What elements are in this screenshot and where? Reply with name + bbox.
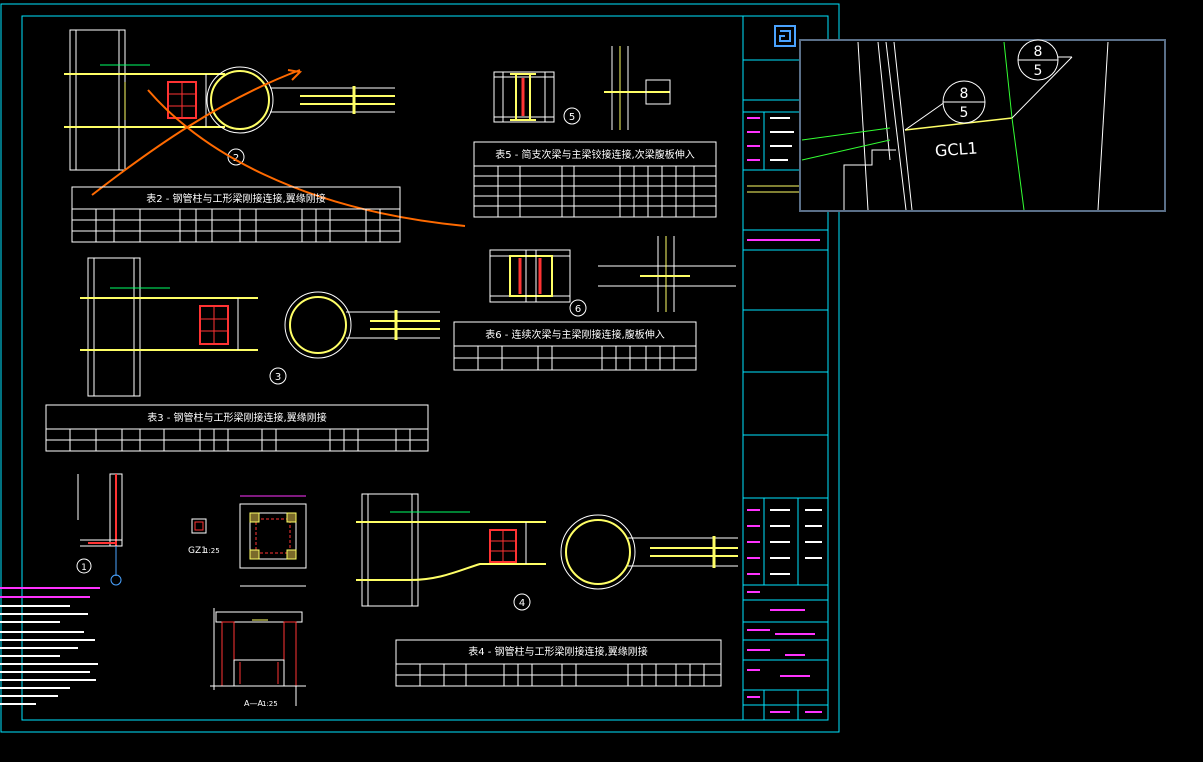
table-6-title: 表6 - 连续次梁与主梁刚接连接,腹板伸入 <box>485 328 665 341</box>
company-logo <box>774 25 796 47</box>
table-3-title: 表3 - 钢管柱与工形梁刚接连接,翼缘刚接 <box>147 411 327 424</box>
detail-3-number: 3 <box>275 372 281 383</box>
column-gz1: GZ1 1:25 <box>188 495 307 587</box>
section-label: A—A <box>244 699 263 708</box>
table-6: 表6 - 连续次梁与主梁刚接连接,腹板伸入 <box>453 321 697 371</box>
detail-4-number: 4 <box>519 598 525 609</box>
table-2: 表2 - 钢管柱与工形梁刚接连接,翼缘刚接 <box>71 186 401 243</box>
general-notes <box>0 587 100 705</box>
detail-3: 3 <box>80 257 440 397</box>
outer-frame <box>0 3 840 733</box>
inset-tag1-top: 8 <box>960 86 969 102</box>
table-5: 表5 - 简支次梁与主梁铰接连接,次梁腹板伸入 <box>473 141 717 218</box>
zoom-inset: 8 5 8 5 GCL1 <box>799 39 1166 212</box>
inset-beam-label: GCL1 <box>934 138 978 160</box>
detail-5: 5 <box>493 46 671 130</box>
column-label: GZ1 <box>188 546 207 556</box>
orange-markup <box>91 69 466 227</box>
detail-2-number: 2 <box>233 153 239 164</box>
inset-tag2-top: 8 <box>1034 44 1043 60</box>
column-scale: 1:25 <box>204 547 220 555</box>
inner-frame <box>21 15 829 721</box>
detail-6: 6 <box>489 236 736 317</box>
detail-5-number: 5 <box>569 112 575 123</box>
title-block <box>742 15 829 721</box>
inset-tag2-bottom: 5 <box>1034 63 1043 79</box>
inset-tag1-bottom: 5 <box>960 105 969 121</box>
table-2-title: 表2 - 钢管柱与工形梁刚接连接,翼缘刚接 <box>146 192 326 205</box>
table-4-title: 表4 - 钢管柱与工形梁刚接连接,翼缘刚接 <box>468 645 648 658</box>
detail-6-number: 6 <box>575 304 581 315</box>
section-scale: 1:25 <box>262 700 278 708</box>
detail-1: 1 <box>76 473 123 586</box>
detail-4: 4 <box>356 493 738 611</box>
detail-1-number: 1 <box>81 563 87 573</box>
section-a-a: A—A 1:25 <box>210 608 306 708</box>
table-4: 表4 - 钢管柱与工形梁刚接连接,翼缘刚接 <box>395 639 722 687</box>
table-3: 表3 - 钢管柱与工形梁刚接连接,翼缘刚接 <box>45 404 429 452</box>
detail-2: 2 <box>64 29 395 171</box>
table-5-title: 表5 - 简支次梁与主梁铰接连接,次梁腹板伸入 <box>495 148 695 161</box>
